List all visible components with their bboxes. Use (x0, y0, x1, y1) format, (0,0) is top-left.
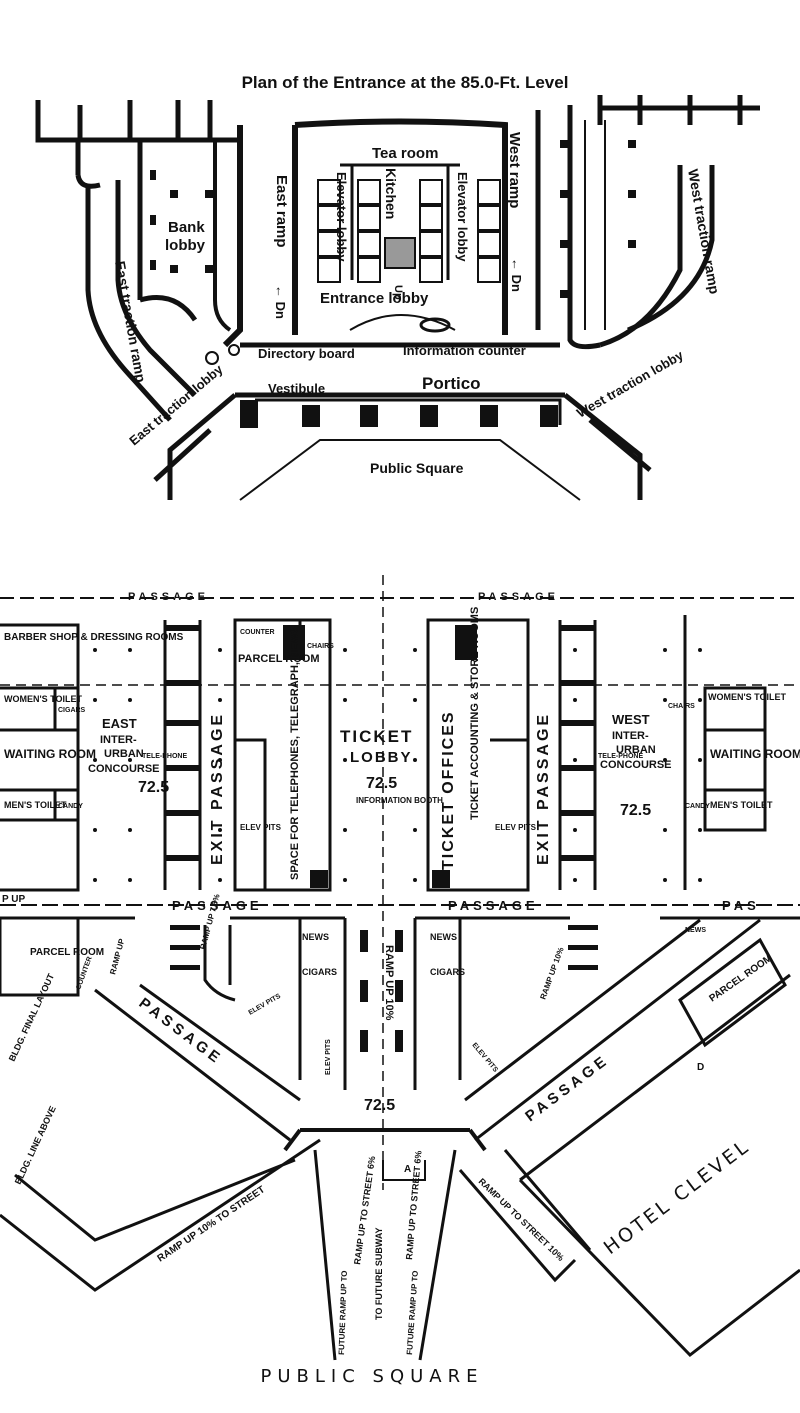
marker-d: D (697, 1062, 704, 1073)
bldg-line-above-label: BLDG. LINE ABOVE (13, 1104, 58, 1185)
counter-left-label: COUNTER (240, 629, 275, 636)
parcel-room-upper-label: PARCEL ROOM (238, 653, 320, 665)
space-for-label: SPACE FOR TELEPHONES, TELEGRAPH, NEWS (289, 626, 301, 880)
elevation-72-5-right: 72.5 (620, 802, 651, 819)
elevation-72-5-bottom: 72.5 (364, 1097, 395, 1114)
exit-passage-right-label: EXIT PASSAGE (535, 712, 552, 865)
mens-toilet-left-label: MEN'S TOILET (4, 800, 67, 810)
west-concourse-label-1: WEST (612, 712, 650, 727)
news-left-label: NEWS (302, 932, 329, 942)
cigars-center-right-label: CIGARS (430, 967, 465, 977)
west-concourse-label-2: INTER- (612, 730, 649, 742)
elevator-lobby-left-label: Elevator lobby (334, 172, 349, 262)
west-ramp-label: West ramp (506, 132, 523, 208)
ramp-up-right-label: RAMP UP 10% (538, 946, 565, 1001)
passage-mid-right-label: PASSAGE (448, 898, 539, 913)
waiting-room-right-label: WAITING ROOM (710, 747, 800, 761)
marker-a: A (404, 1164, 411, 1175)
vestibule-label: Vestibule (268, 381, 325, 396)
directory-board-label: Directory board (258, 346, 355, 361)
ramp-up-10-label: RAMP UP 10% (383, 945, 395, 1021)
ticket-lobby-label-2: LOBBY (350, 749, 413, 766)
passage-mid-left-label: PASSAGE (172, 898, 263, 913)
elev-pits-left: ELEV PITS (240, 823, 282, 832)
ticket-accounting-label: TICKET ACCOUNTING & STORE ROOMS (469, 607, 481, 820)
future-ramp-a-label: FUTURE RAMP UP TO (337, 1270, 349, 1355)
ramp-up-left-label: P UP (2, 894, 25, 905)
bldg-line-left-label: BLDG. FINAL LAYOUT (7, 972, 57, 1063)
west-concourse-label-3: URBAN (616, 744, 656, 756)
elevation-72-5-center: 72.5 (366, 775, 397, 792)
mens-toilet-right-label: MEN'S TOILET (710, 800, 773, 810)
lower-public-square-label: PUBLIC SQUARE (261, 1366, 484, 1387)
ramp-up-a-label: RAMP UP (108, 937, 126, 975)
cigars-left-label: CIGARS (58, 707, 86, 714)
chairs-right-label: CHAIRS (668, 703, 695, 710)
news-right-label: NEWS (430, 932, 457, 942)
parcel-room-right-label: PARCEL ROOM (707, 953, 774, 1005)
passage-diag-right-label: PASSAGE (522, 1051, 612, 1125)
ramp-to-street-left-label: RAMP UP 10% TO STREET (156, 1184, 268, 1264)
candy-right-label: CANDY (685, 803, 710, 810)
east-concourse-label-3: URBAN (104, 748, 144, 760)
dn-right-label: ← Dn (509, 258, 524, 292)
hotel-label: HOTEL CLEVEL (600, 1135, 755, 1259)
elevation-72-5-left: 72.5 (138, 779, 169, 796)
upper-plan: Plan of the Entrance at the 85.0-Ft. Lev… (35, 73, 760, 501)
elev-pits-center-left: ELEV PITS (325, 1039, 332, 1075)
upper-public-square-label: Public Square (370, 460, 464, 476)
upper-plan-title: Plan of the Entrance at the 85.0-Ft. Lev… (242, 73, 569, 92)
ramp-to-street-right-label: RAMP UP TO STREET 10% (477, 1176, 566, 1263)
parcel-room-left-label: PARCEL ROOM (30, 947, 104, 958)
lower-plan: PASSAGE PASSAGE BARBER SHOP & DRESSING R… (0, 575, 800, 1387)
passage-top-right-label: PASSAGE (478, 591, 559, 603)
cigars-center-left-label: CIGARS (302, 967, 337, 977)
bank-lobby-label-1: Bank (168, 219, 205, 236)
east-ramp-label: East ramp (273, 175, 290, 248)
elev-pits-right: ELEV PITS (495, 823, 537, 832)
telephone-right-label: TELE-PHONE (598, 753, 643, 760)
portico-label: Portico (422, 374, 481, 393)
bank-lobby-label-2: lobby (165, 237, 206, 254)
elev-pits-center-right: ELEV PITS (470, 1042, 499, 1074)
information-counter-label: Information counter (403, 343, 526, 358)
barber-shop-label: BARBER SHOP & DRESSING ROOMS (4, 632, 184, 643)
candy-left-label: CANDY (58, 803, 83, 810)
womens-toilet-right-label: WOMEN'S TOILET (708, 692, 786, 702)
elev-pits-lower-left: ELEV PITS (248, 993, 283, 1017)
west-concourse-label-4: CONCOURSE (600, 759, 672, 771)
passage-mid-far-label: PAS (722, 898, 760, 913)
telephone-left-label: TELE-PHONE (142, 753, 187, 760)
dn-left-label: ← Dn (273, 285, 288, 319)
news-far-right-label: NEWS (685, 927, 706, 934)
womens-toilet-left-label: WOMEN'S TOILET (4, 694, 82, 704)
passage-top-left-label: PASSAGE (128, 591, 209, 603)
west-traction-lobby-label: West traction lobby (574, 347, 686, 421)
chairs-left-label: CHAIRS (307, 643, 334, 650)
elevator-lobby-right-label: Elevator lobby (455, 172, 470, 262)
exit-passage-left-label: EXIT PASSAGE (209, 712, 226, 865)
entrance-lobby-label: Entrance lobby (320, 290, 429, 307)
future-subway-label: TO FUTURE SUBWAY (374, 1227, 384, 1320)
ticket-offices-label: TICKET OFFICES (440, 710, 457, 870)
waiting-room-left-label: WAITING ROOM (4, 747, 96, 761)
kitchen-label: Kitchen (383, 168, 399, 219)
tea-room-label: Tea room (372, 145, 438, 162)
up-label: Up (392, 285, 404, 300)
future-ramp-b-label: FUTURE RAMP UP TO (405, 1270, 420, 1355)
ticket-lobby-label-1: TICKET (340, 727, 413, 746)
east-concourse-label-4: CONCOURSE (88, 763, 160, 775)
east-concourse-label-2: INTER- (100, 734, 137, 746)
information-booth-label: INFORMATION BOOTH (356, 796, 443, 805)
west-traction-ramp-label: West traction ramp (685, 168, 723, 295)
east-concourse-label-1: EAST (102, 716, 137, 731)
